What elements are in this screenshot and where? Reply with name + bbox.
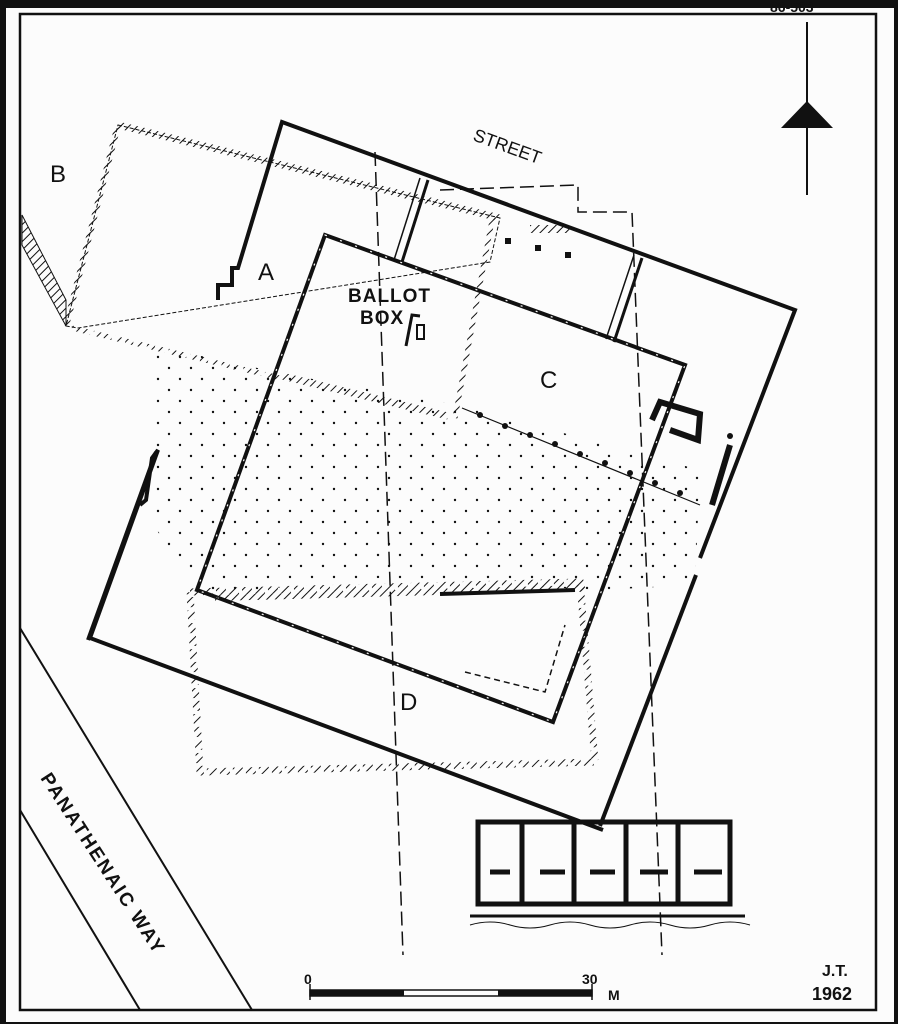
ballot-box-label-2: BOX [360, 308, 404, 329]
scale-unit: M [608, 987, 620, 1003]
courtyard-dotted-area [150, 345, 700, 595]
label-a: A [258, 259, 274, 286]
scale-bar: 0 30 M [304, 971, 620, 1003]
scale-end: 30 [582, 971, 598, 987]
label-c: C [540, 367, 557, 394]
label-b: B [50, 161, 66, 188]
building-d [186, 578, 599, 776]
drawing-frame [18, 12, 878, 1012]
axis-lines [374, 151, 663, 956]
label-d: D [400, 689, 417, 716]
inset-floor-plan [469, 819, 751, 929]
sheet-number: 86-503 [770, 0, 814, 15]
author-initials: J.T. [822, 963, 848, 980]
scale-start: 0 [304, 971, 312, 987]
building-b [21, 121, 501, 381]
north-arrow-icon [781, 22, 833, 195]
building-a [86, 119, 798, 832]
drawing-year: 1962 [812, 984, 852, 1004]
ballot-box-icon [404, 313, 425, 347]
building-c [194, 177, 733, 725]
ballot-box-label-1: BALLOT [348, 286, 431, 307]
